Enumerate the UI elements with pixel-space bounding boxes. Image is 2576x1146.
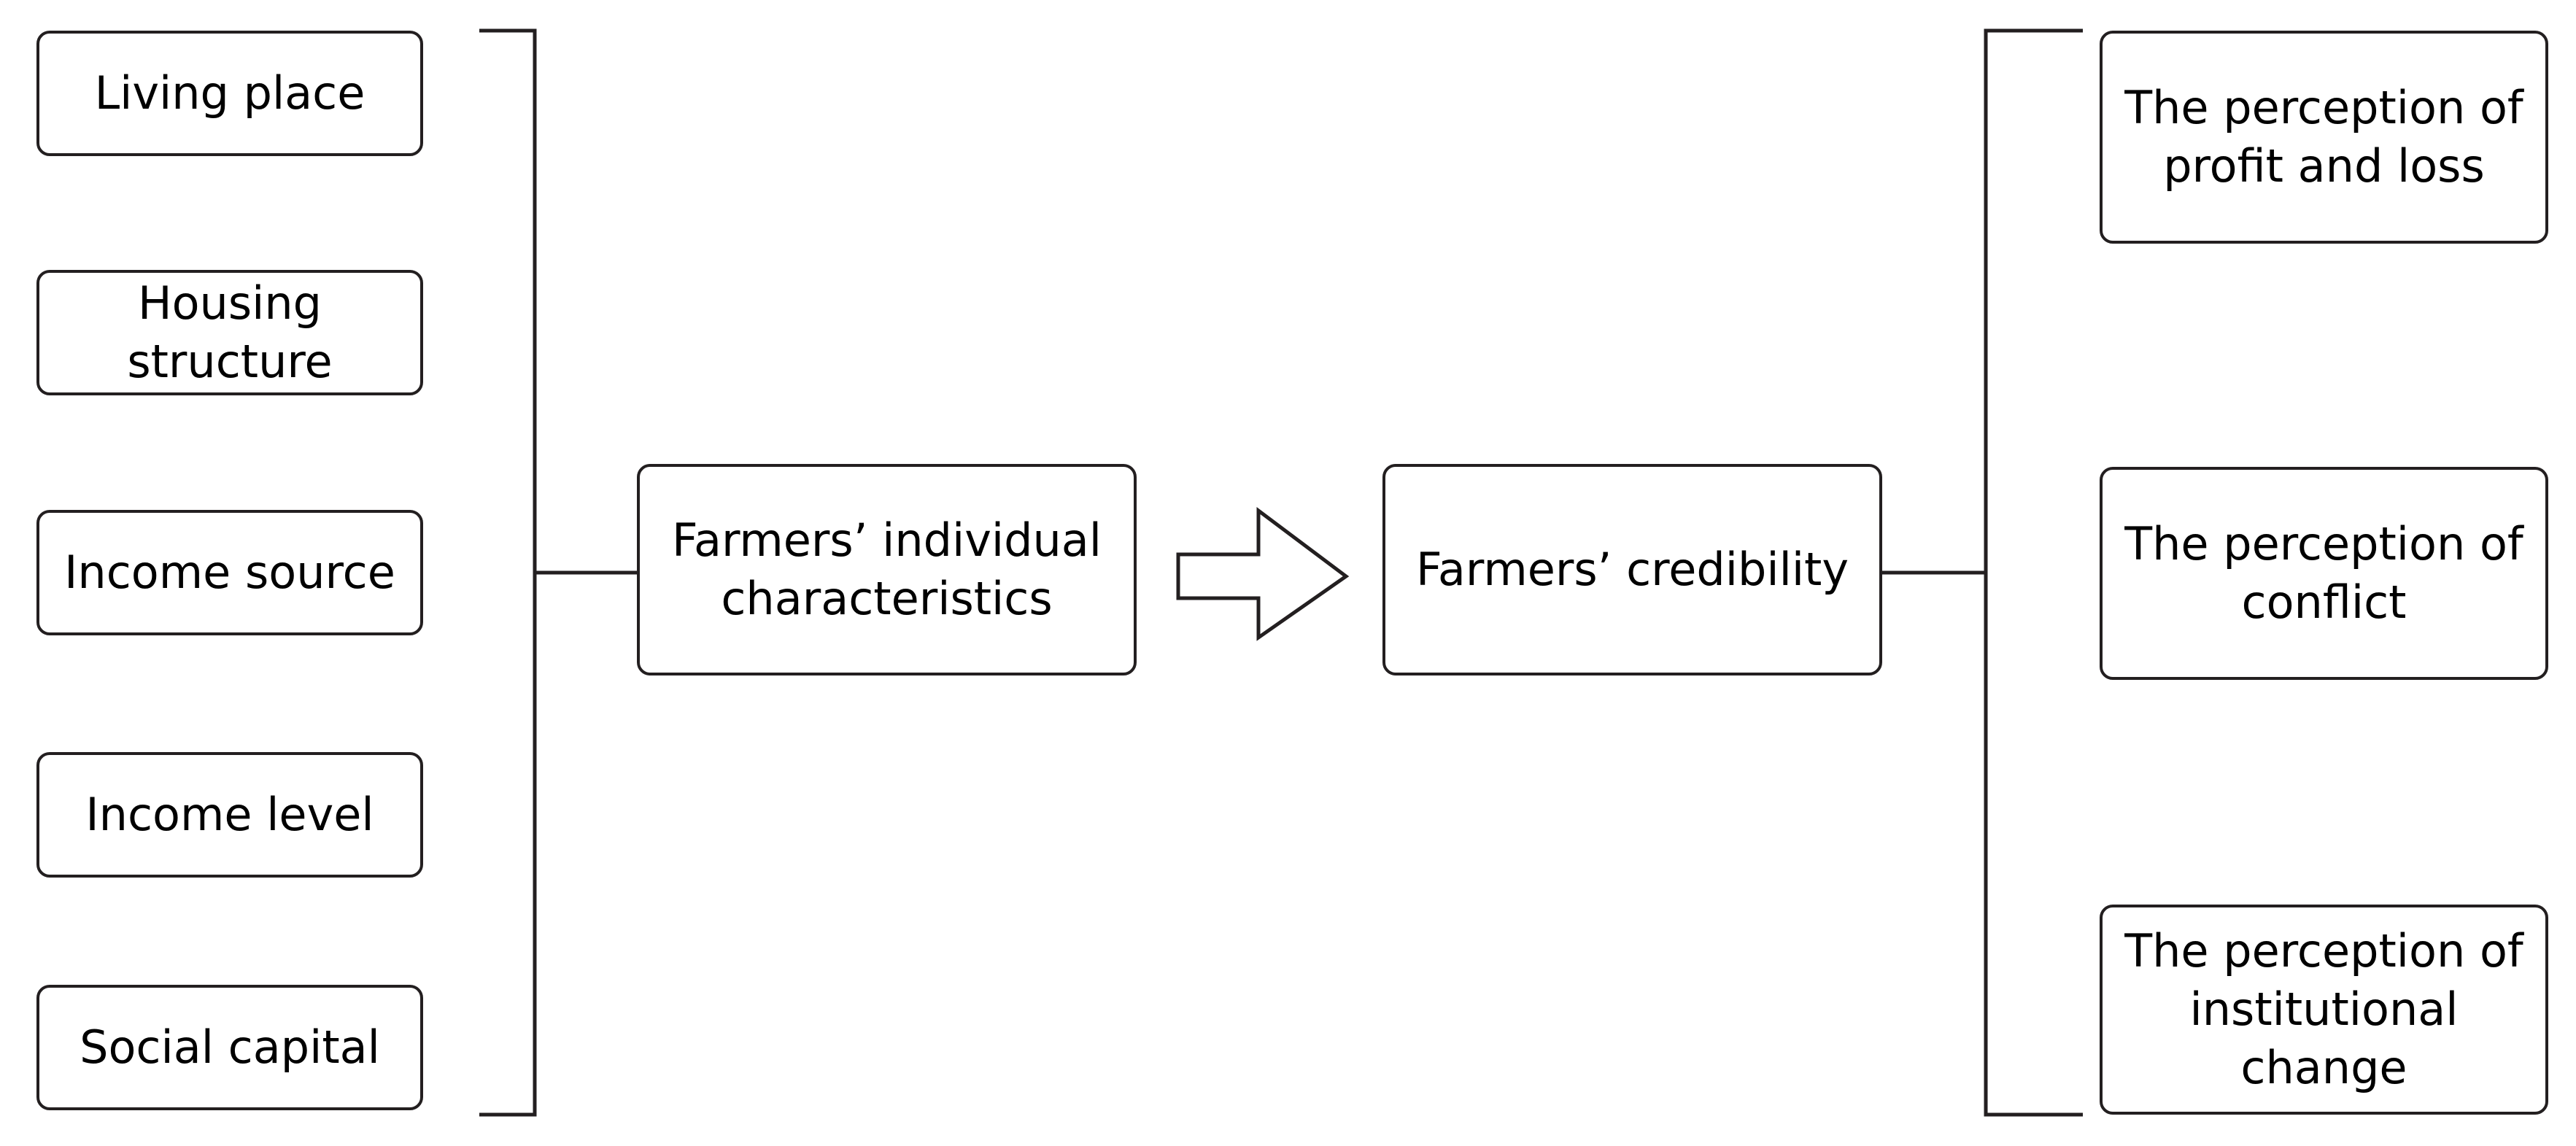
factor-income-source: Income source (36, 510, 423, 635)
factor-housing-structure: Housing structure (36, 270, 423, 395)
perception-institutional-change: The perception of institutional change (2100, 905, 2548, 1115)
factor-living-place: Living place (36, 31, 423, 156)
factor-social-capital: Social capital (36, 985, 423, 1110)
perception-profit-and-loss: The perception of profit and loss (2100, 31, 2548, 244)
hollow-arrow (1176, 507, 1350, 641)
factor-income-level: Income level (36, 752, 423, 878)
perception-conflict: The perception of conflict (2100, 467, 2548, 680)
left-bracket (479, 28, 537, 1117)
right-bracket (1984, 28, 2083, 1117)
individual-characteristics-box: Farmers’ individual characteristics (637, 464, 1137, 675)
farmers-credibility-box: Farmers’ credibility (1382, 464, 1882, 675)
